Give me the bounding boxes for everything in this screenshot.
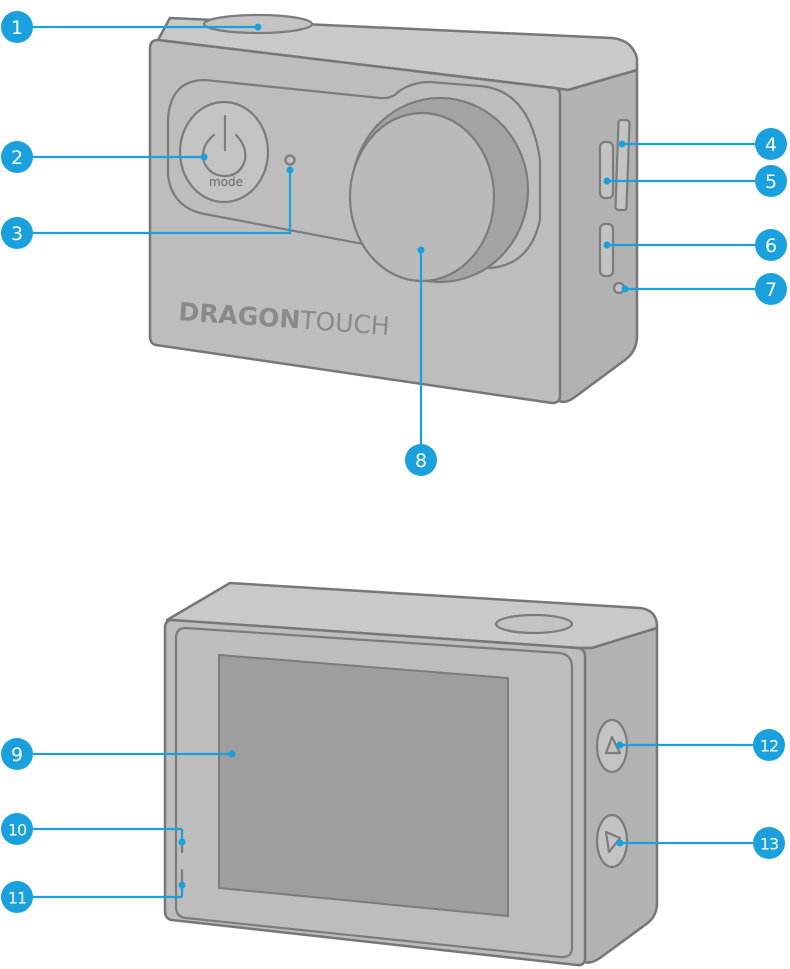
back-view-camera (165, 583, 657, 965)
callout-badge-13: 13 (753, 827, 785, 859)
callout-badge-2: 2 (1, 141, 33, 173)
callout-number-13: 13 (760, 835, 778, 854)
callout-6-dot (604, 242, 611, 249)
callout-13-dot (617, 840, 624, 847)
callout-number-8: 8 (415, 450, 427, 472)
callout-badge-3: 3 (1, 217, 33, 249)
callout-badge-4: 4 (755, 128, 787, 160)
callout-number-3: 3 (11, 223, 23, 245)
front-view-camera: mode DRAGONTOUCH (150, 15, 637, 403)
callout-badge-5: 5 (755, 165, 787, 197)
callout-number-9: 9 (11, 744, 23, 766)
callout-number-11: 11 (8, 889, 26, 908)
callout-number-12: 12 (760, 737, 778, 756)
callout-3-dot (287, 167, 294, 174)
callout-7-dot (622, 286, 629, 293)
callout-number-2: 2 (11, 147, 23, 169)
callout-number-5: 5 (765, 171, 777, 193)
callout-5-dot (604, 178, 611, 185)
callout-9-dot (229, 751, 236, 758)
power-button-label: mode (209, 175, 243, 189)
callout-badge-7: 7 (755, 273, 787, 305)
back-top-button[interactable] (496, 615, 572, 633)
callout-badge-11: 11 (1, 881, 33, 913)
callout-badge-6: 6 (755, 229, 787, 261)
callout-badge-12: 12 (753, 729, 785, 761)
callout-badge-10: 10 (1, 813, 33, 845)
power-mode-button[interactable]: mode (180, 102, 268, 202)
callout-badge-1: 1 (1, 11, 33, 43)
callout-8-dot (418, 247, 425, 254)
callout-badge-9: 9 (1, 738, 33, 770)
callout-number-6: 6 (765, 235, 777, 257)
callout-2-dot (201, 154, 208, 161)
callout-12-dot (617, 742, 624, 749)
callout-badge-8: 8 (405, 444, 437, 476)
hdmi-port (600, 224, 613, 276)
status-indicator-light (286, 156, 295, 165)
callout-number-1: 1 (11, 17, 23, 39)
callout-number-7: 7 (765, 279, 777, 301)
lcd-screen (219, 655, 508, 916)
microsd-card-slot (615, 120, 629, 210)
usb-port (600, 142, 613, 198)
lens-cover (350, 98, 528, 282)
callout-number-4: 4 (765, 134, 777, 156)
callout-4-dot (619, 141, 626, 148)
back-camera-side-face (580, 628, 657, 963)
callout-1-dot (255, 24, 262, 31)
callout-number-10: 10 (8, 821, 27, 840)
